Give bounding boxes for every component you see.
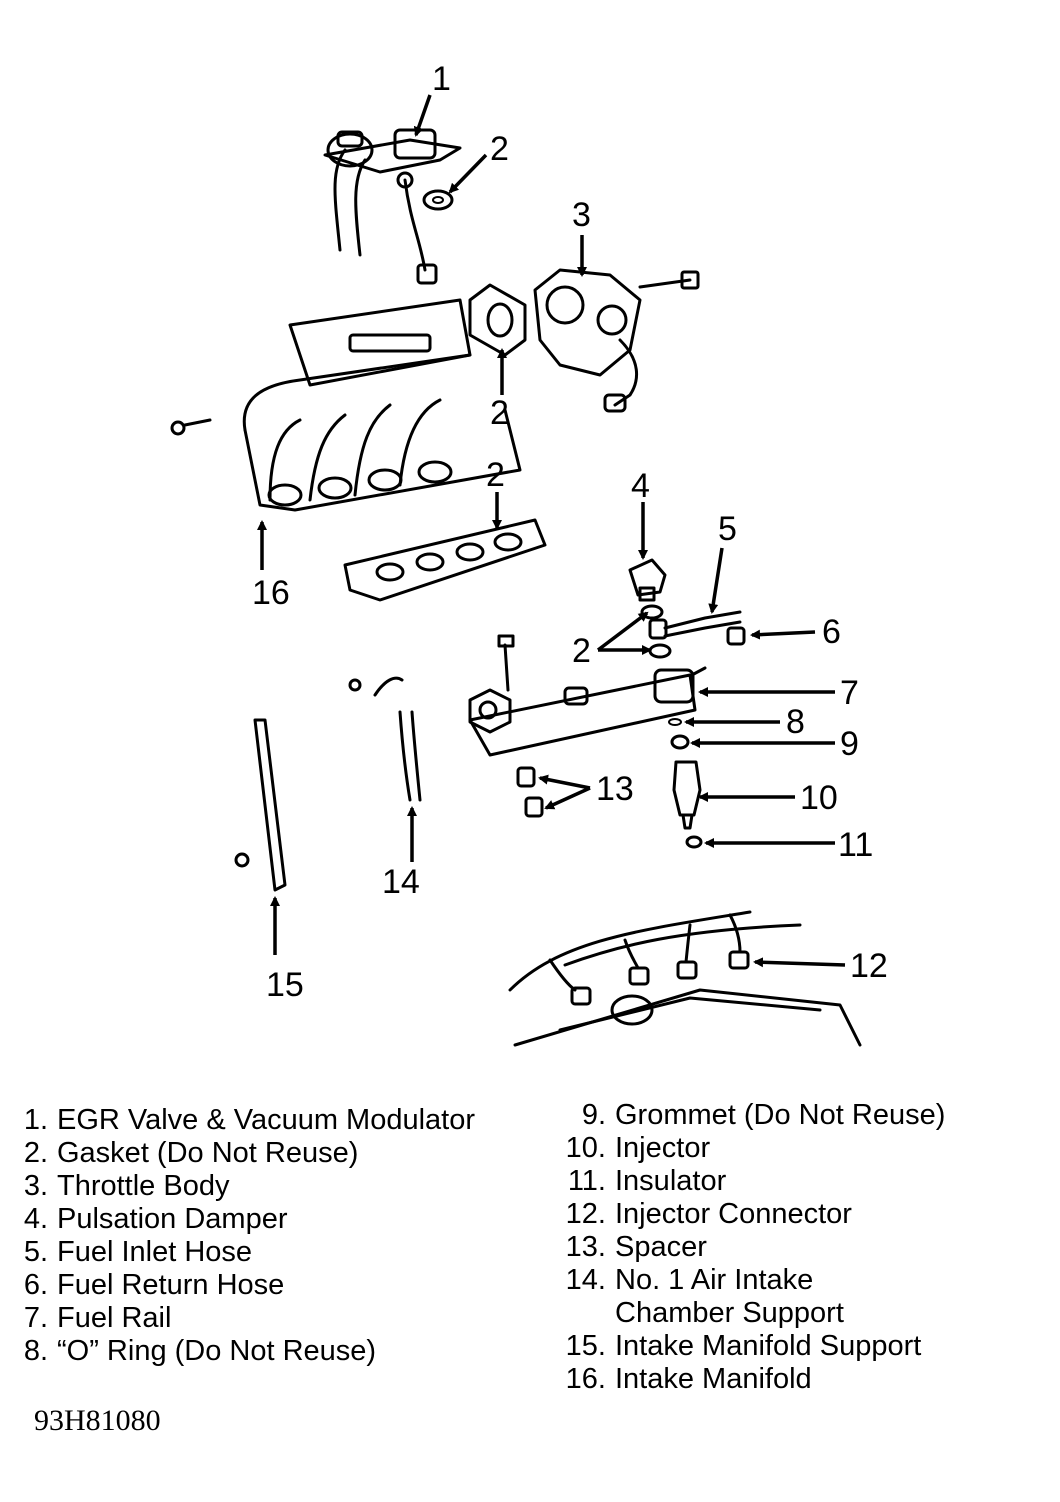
pulsation-damper-drawing: [628, 558, 667, 602]
legend-item: 16.Intake Manifold: [565, 1363, 812, 1395]
air-intake-support-drawing: [348, 676, 422, 802]
legend-item: 12.Injector Connector: [565, 1198, 852, 1230]
throttle-body-drawing: [533, 268, 700, 413]
insulator-drawing: [685, 835, 703, 849]
egr-gasket-drawing: [422, 189, 454, 211]
callout-11: 11: [838, 826, 873, 864]
legend-item: 4.Pulsation Damper: [23, 1203, 288, 1235]
grommet-drawing: [670, 734, 690, 750]
legend-item: 7.Fuel Rail: [23, 1302, 172, 1334]
figure-code: 93H81080: [34, 1404, 161, 1437]
spacers-drawing: [516, 766, 544, 818]
legend-item: 6.Fuel Return Hose: [23, 1269, 285, 1301]
legend-item: 13.Spacer: [565, 1231, 707, 1263]
leader-arrows: [257, 94, 846, 968]
legend-right-column: 9.Grommet (Do Not Reuse) 10.Injector 11.…: [564, 1099, 946, 1396]
injector-drawing: [672, 760, 702, 830]
callout-14: 14: [382, 863, 420, 901]
callout-10: 10: [800, 779, 838, 817]
callout-13: 13: [596, 770, 634, 808]
legend-item: 9.Grommet (Do Not Reuse): [581, 1099, 946, 1131]
legend-item: 8.“O” Ring (Do Not Reuse): [23, 1335, 377, 1367]
callout-6: 6: [822, 613, 841, 651]
legend-item: 15.Intake Manifold Support: [565, 1330, 922, 1362]
exploded-parts-diagram: 1 2 3 2 2 4 5 16 6 2 7 8 9 13 10 11 14 1…: [170, 60, 888, 1047]
callout-2-egr-gasket: 2: [490, 130, 509, 168]
callout-2-damper-gaskets: 2: [572, 632, 591, 670]
egr-valve-drawing: [323, 128, 462, 285]
callout-1: 1: [432, 60, 451, 98]
injector-harness-drawing: [508, 910, 862, 1047]
legend-item: 10.Injector: [565, 1132, 711, 1164]
callout-3: 3: [572, 196, 591, 234]
legend-item: 3.Throttle Body: [23, 1170, 230, 1202]
callout-15: 15: [266, 966, 304, 1004]
legend-item: 1.EGR Valve & Vacuum Modulator: [23, 1104, 475, 1136]
fuel-inlet-hose-drawing: [648, 610, 742, 640]
legend-item: 5.Fuel Inlet Hose: [23, 1236, 253, 1268]
manifold-support-drawing: [234, 718, 287, 892]
callout-12: 12: [850, 947, 888, 985]
legend-left-column: 1.EGR Valve & Vacuum Modulator 2.Gasket …: [6, 1104, 475, 1368]
legend-item: 14.No. 1 Air Intake: [565, 1264, 814, 1296]
callout-5: 5: [718, 510, 737, 548]
callout-2-manifold-gasket: 2: [486, 456, 505, 494]
callout-8: 8: [786, 703, 805, 741]
callout-7: 7: [840, 674, 859, 712]
callout-2-throttle-gasket: 2: [490, 394, 509, 432]
throttle-gasket-drawing: [468, 283, 527, 357]
callout-4: 4: [631, 467, 650, 505]
legend-item: 11.Insulator: [567, 1165, 727, 1197]
callout-16: 16: [252, 574, 290, 612]
callout-9: 9: [840, 725, 859, 763]
legend-item: 2.Gasket (Do Not Reuse): [23, 1137, 359, 1169]
fuel-return-hose-drawing: [726, 626, 746, 646]
fuel-rail-drawing: [468, 634, 707, 757]
o-ring-drawing: [668, 718, 682, 726]
manifold-gasket-drawing: [343, 518, 547, 602]
legend-item-continuation: Chamber Support: [615, 1297, 844, 1329]
intake-manifold-drawing: [170, 298, 522, 512]
